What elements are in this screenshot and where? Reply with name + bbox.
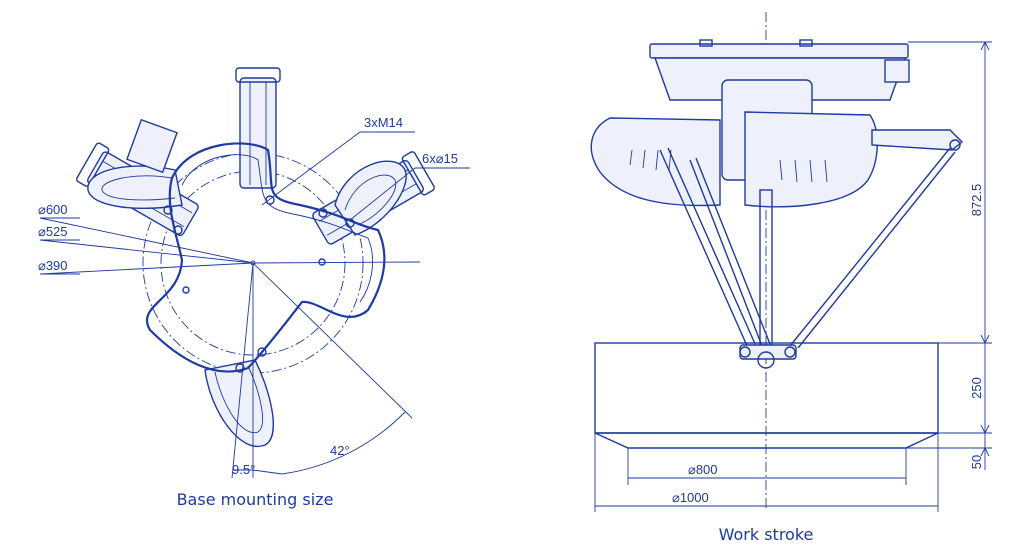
label-d1000: ⌀1000 <box>672 490 709 505</box>
motor-right <box>744 111 878 208</box>
top-housing <box>649 43 909 59</box>
label-d390: ⌀390 <box>38 258 68 273</box>
mounting-holes <box>163 195 355 373</box>
label-d800: ⌀800 <box>688 462 718 477</box>
label-height-bottom: 50 <box>969 455 984 469</box>
caption-work-stroke: Work stroke <box>719 525 814 544</box>
delta-rods <box>659 147 956 349</box>
upper-arm-right <box>871 129 964 151</box>
label-angle-large: 42° <box>330 443 350 458</box>
label-height-stroke: 250 <box>969 377 984 399</box>
motor-pod-right <box>334 160 407 236</box>
arm-top <box>235 67 281 189</box>
work-stroke-view <box>590 12 992 512</box>
work-envelope-bottom <box>594 432 939 449</box>
end-effector <box>739 344 797 369</box>
label-thread: 3xM14 <box>364 115 403 130</box>
motor-left <box>590 117 721 207</box>
base-mounting-view <box>39 67 470 479</box>
label-d600: ⌀600 <box>38 202 68 217</box>
label-d525: ⌀525 <box>38 224 68 239</box>
label-angle-small: 9.5° <box>232 462 255 477</box>
label-holes: 6x⌀15 <box>422 151 458 166</box>
motor-pod-left <box>87 118 183 209</box>
base-plate <box>146 142 386 373</box>
label-height-total: 872.5 <box>969 184 984 217</box>
caption-base-mounting: Base mounting size <box>177 490 334 509</box>
